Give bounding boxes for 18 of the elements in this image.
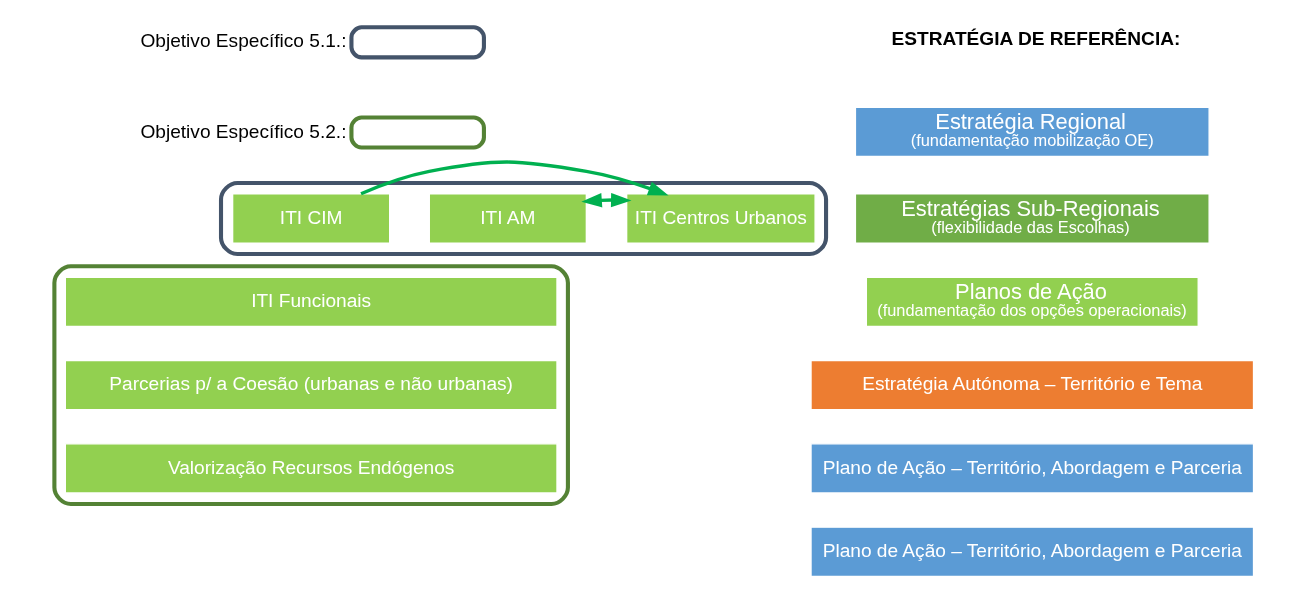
node-box: Valorização Recursos Endógenos	[64, 443, 558, 494]
legend-label: Objetivo Específico 5.1.:	[139, 30, 346, 52]
node-box: Planos de Ação (fundamentação dos opções operacionais)	[865, 276, 1199, 328]
node-box: Plano de Ação – Território, Abordagem e Parceria	[809, 526, 1254, 578]
legend-label: Objetivo Específico 5.2.:	[139, 120, 346, 142]
node-box: Parcerias p/ a Coesão (urbanas e não urbanas)	[64, 359, 558, 411]
node-box: Plano de Ação – Território, Abordagem e Parceria	[809, 443, 1254, 494]
node-box: ITI Centros Urbanos	[625, 193, 816, 244]
arrow	[359, 160, 669, 196]
node-box: ITI Funcionais	[64, 276, 558, 328]
arrow	[580, 192, 632, 208]
node-box: ITI AM	[428, 193, 587, 244]
node-box: ITI CIM	[231, 193, 390, 244]
node-box: Estratégia Regional (fundamentação mobilização OE)	[854, 106, 1210, 158]
node-box: Estratégias Sub-Regionais (flexibilidade das Escolhas)	[854, 193, 1210, 244]
node-box: Estratégia Autónoma – Território e Tema	[809, 359, 1254, 411]
label: ESTRATÉGIA DE REFERÊNCIA:	[891, 28, 1180, 50]
cluster	[51, 264, 570, 506]
